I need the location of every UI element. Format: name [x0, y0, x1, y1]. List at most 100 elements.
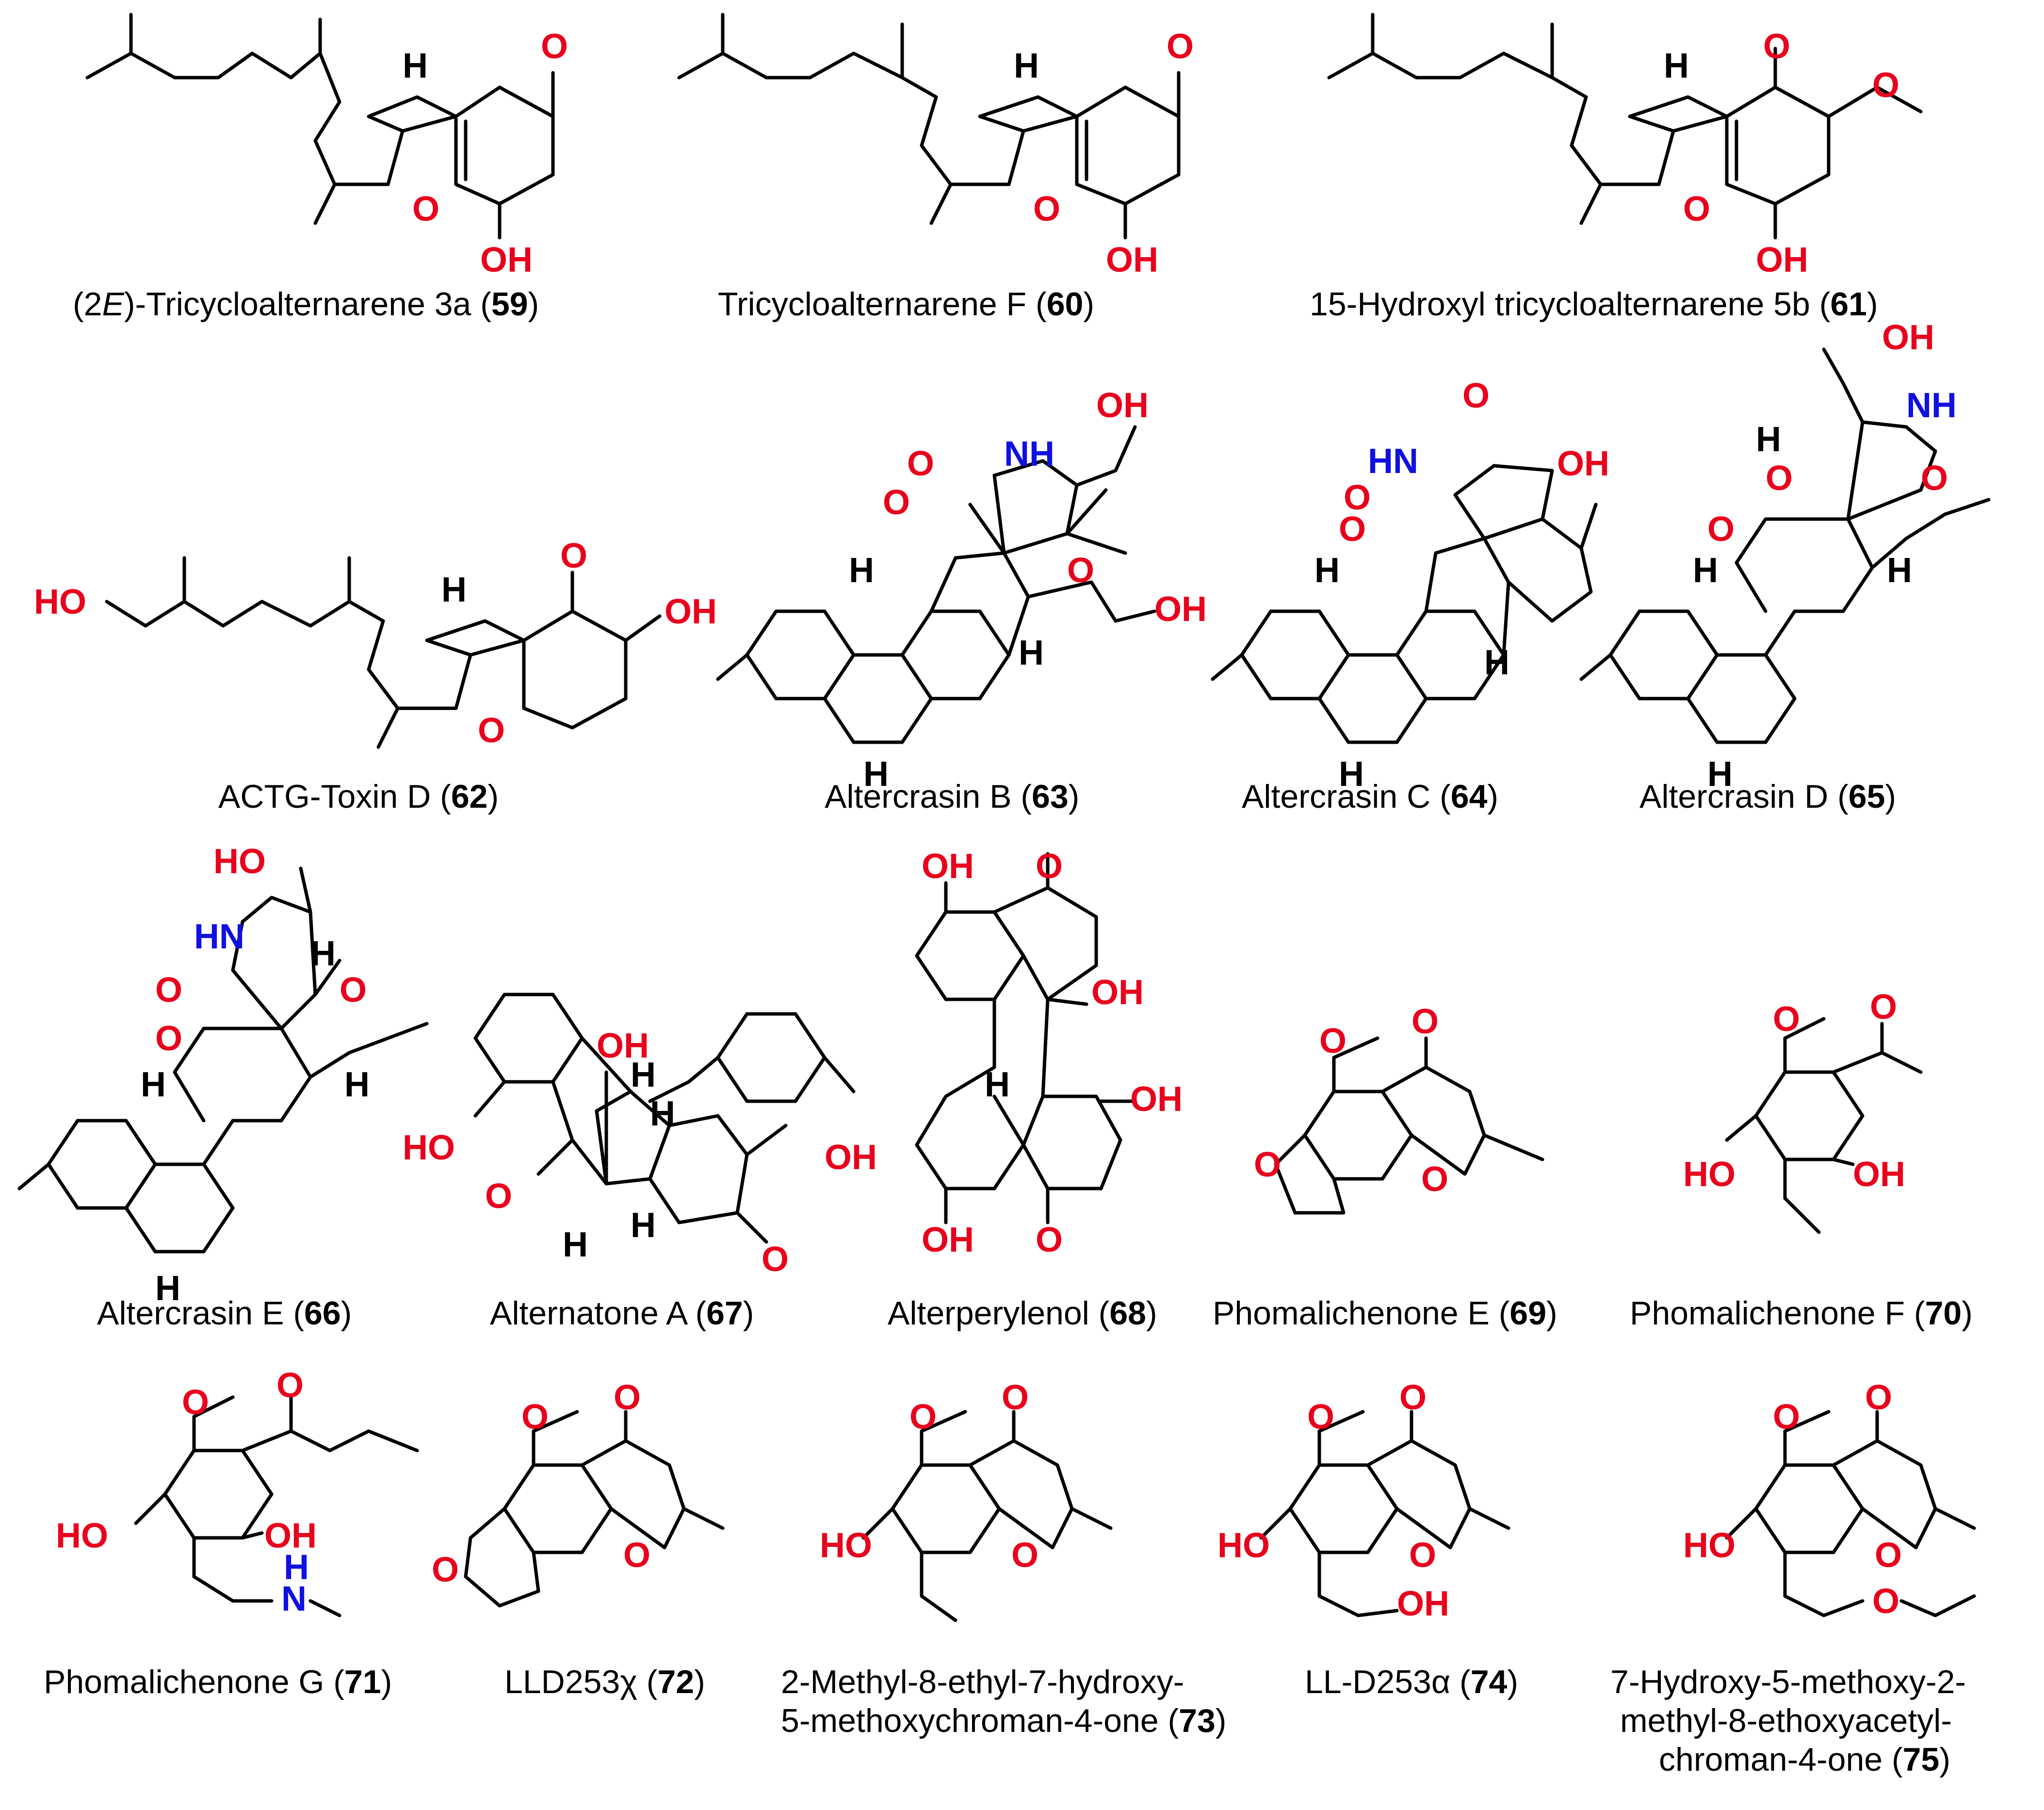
hydroxyl-label: OH: [1882, 318, 1934, 357]
oxygen-label: O: [1036, 847, 1063, 886]
oxygen-label: O: [412, 190, 439, 228]
structure-65: NH OH O O O H H H H: [1579, 318, 1991, 794]
hydroxyl-label: OH: [597, 1027, 649, 1065]
oxygen-label: O: [1707, 510, 1735, 549]
oxygen-label: O: [883, 483, 910, 522]
compound-caption-65: Altercrasin D (65): [1639, 778, 1896, 815]
structure-61: O O O OH H: [1327, 13, 1923, 279]
oxygen-label: O: [485, 1177, 512, 1216]
oxygen-label: O: [1921, 459, 1948, 498]
hydrogen-label: H: [1756, 420, 1781, 459]
oxygen-label: O: [1033, 190, 1060, 228]
structure-71: O O HO OH N H: [56, 1366, 419, 1618]
amine-label: HN: [194, 917, 244, 956]
oxygen-label: O: [1766, 459, 1793, 498]
hydrogen-label: H: [1314, 551, 1340, 590]
structure-69: O O O O: [1254, 1002, 1544, 1215]
oxygen-label: O: [1254, 1145, 1281, 1184]
oxygen-label: O: [182, 1383, 209, 1422]
hydrogen-label: H: [155, 1269, 180, 1308]
oxygen-label: O: [1773, 1000, 1800, 1039]
compound-caption-66: Altercrasin E (66): [97, 1295, 352, 1332]
hydrogen-label: H: [563, 1225, 588, 1264]
structure-72: O O O O: [432, 1378, 725, 1608]
structure-67: OH HO OH O O H H H H: [403, 993, 877, 1279]
hydroxyl-label: OH: [480, 241, 533, 279]
structure-68: OH O OH OH OH O H: [915, 847, 1183, 1259]
oxygen-label: O: [1399, 1378, 1427, 1417]
oxygen-label: O: [541, 27, 568, 66]
oxygen-label: O: [1763, 27, 1790, 66]
hydroxyl-label: OH: [1853, 1155, 1905, 1194]
compound-caption-69: Phomalichenone E (69): [1213, 1295, 1557, 1332]
oxygen-label: O: [1773, 1398, 1800, 1436]
hydrogen-label: H: [1887, 551, 1912, 590]
structure-59: O O OH H: [85, 13, 568, 279]
amine-label: HN: [1368, 442, 1418, 481]
oxygen-label: O: [909, 1398, 937, 1436]
hydrogen-label: H: [1019, 634, 1044, 672]
structure-62: HO O OH O H: [34, 537, 717, 750]
oxygen-label: O: [340, 971, 367, 1010]
hydroxyl-label: OH: [264, 1516, 317, 1555]
hydrogen-label: H: [1707, 755, 1733, 794]
structure-75: O O O HO O: [1683, 1378, 1976, 1621]
oxygen-label: O: [1683, 190, 1710, 228]
oxygen-label: O: [1870, 988, 1897, 1027]
structure-63: NH O O O OH OH H H H: [716, 386, 1207, 794]
oxygen-label: O: [521, 1398, 549, 1436]
structure-64: HN O O O OH H H H: [1211, 376, 1609, 794]
compound-caption-73: 2-Methyl-8-ethyl-7-hydroxy- 5-methoxychr…: [781, 1663, 1226, 1739]
hydroxyl-label: HO: [56, 1516, 108, 1555]
hydroxyl-label: OH: [1557, 444, 1609, 483]
oxygen-label: O: [432, 1550, 459, 1589]
hydroxyl-label: HO: [34, 583, 86, 621]
compound-caption-67: Alternatone A (67): [490, 1295, 754, 1332]
hydrogen-label: H: [1693, 551, 1718, 590]
compound-caption-59: (2E)-Tricycloalternarene 3a (59): [73, 286, 539, 323]
compound-caption-71: Phomalichenone G (71): [44, 1663, 392, 1700]
compound-caption-70: Phomalichenone F (70): [1630, 1295, 1973, 1332]
amine-label: NH: [1906, 386, 1957, 425]
oxygen-label: O: [1307, 1398, 1334, 1436]
hydrogen-label: H: [344, 1065, 370, 1104]
oxygen-label: O: [1865, 1378, 1892, 1417]
compound-caption-60: Tricycloalternarene F (60): [718, 286, 1094, 323]
oxygen-label: O: [1339, 510, 1366, 549]
structure-73: O O O HO: [820, 1378, 1113, 1622]
hydroxyl-label: OH: [1096, 386, 1149, 425]
oxygen-label: O: [1011, 1536, 1038, 1575]
oxygen-label: O: [276, 1366, 304, 1405]
hydrogen-label: H: [403, 47, 428, 85]
hydrogen-label: H: [849, 551, 874, 590]
compound-caption-74: LL-D253α (74): [1305, 1663, 1518, 1700]
compound-caption-61: 15-Hydroxyl tricycloalternarene 5b (61): [1310, 286, 1878, 323]
oxygen-label: O: [155, 971, 182, 1010]
oxygen-label: O: [1067, 551, 1094, 590]
oxygen-label: O: [1319, 1022, 1346, 1060]
hydroxyl-label: OH: [922, 847, 974, 886]
hydroxyl-label: OH: [1106, 241, 1158, 279]
oxygen-label: O: [1002, 1378, 1029, 1417]
compound-caption-75: 7-Hydroxy-5-methoxy-2- methyl-8-ethoxyac…: [1610, 1663, 1975, 1778]
hydrogen-label: H: [1664, 47, 1689, 85]
oxygen-label: O: [1875, 1536, 1902, 1575]
oxygen-label: O: [1872, 66, 1899, 105]
oxygen-label: O: [560, 537, 587, 575]
structure-74: O O O HO OH: [1217, 1378, 1510, 1623]
hydroxyl-label: HO: [1683, 1155, 1736, 1194]
nitrogen-label: N: [281, 1580, 307, 1618]
hydroxyl-label: HO: [403, 1128, 455, 1167]
hydrogen-on-nitrogen-label: H: [284, 1548, 309, 1587]
hydrogen-label: H: [1339, 755, 1364, 794]
hydroxyl-label: OH: [1756, 241, 1808, 279]
hydroxyl-label: HO: [820, 1526, 872, 1565]
compound-caption-62: ACTG-Toxin D (62): [218, 778, 499, 815]
oxygen-label: O: [1036, 1221, 1063, 1259]
hydrogen-label: H: [441, 571, 467, 609]
structure-66: HO HN O O O H H H H: [17, 842, 429, 1308]
hydroxyl-label: OH: [1130, 1080, 1183, 1119]
hydrogen-label: H: [863, 755, 889, 794]
hydroxyl-label: OH: [1091, 973, 1144, 1012]
